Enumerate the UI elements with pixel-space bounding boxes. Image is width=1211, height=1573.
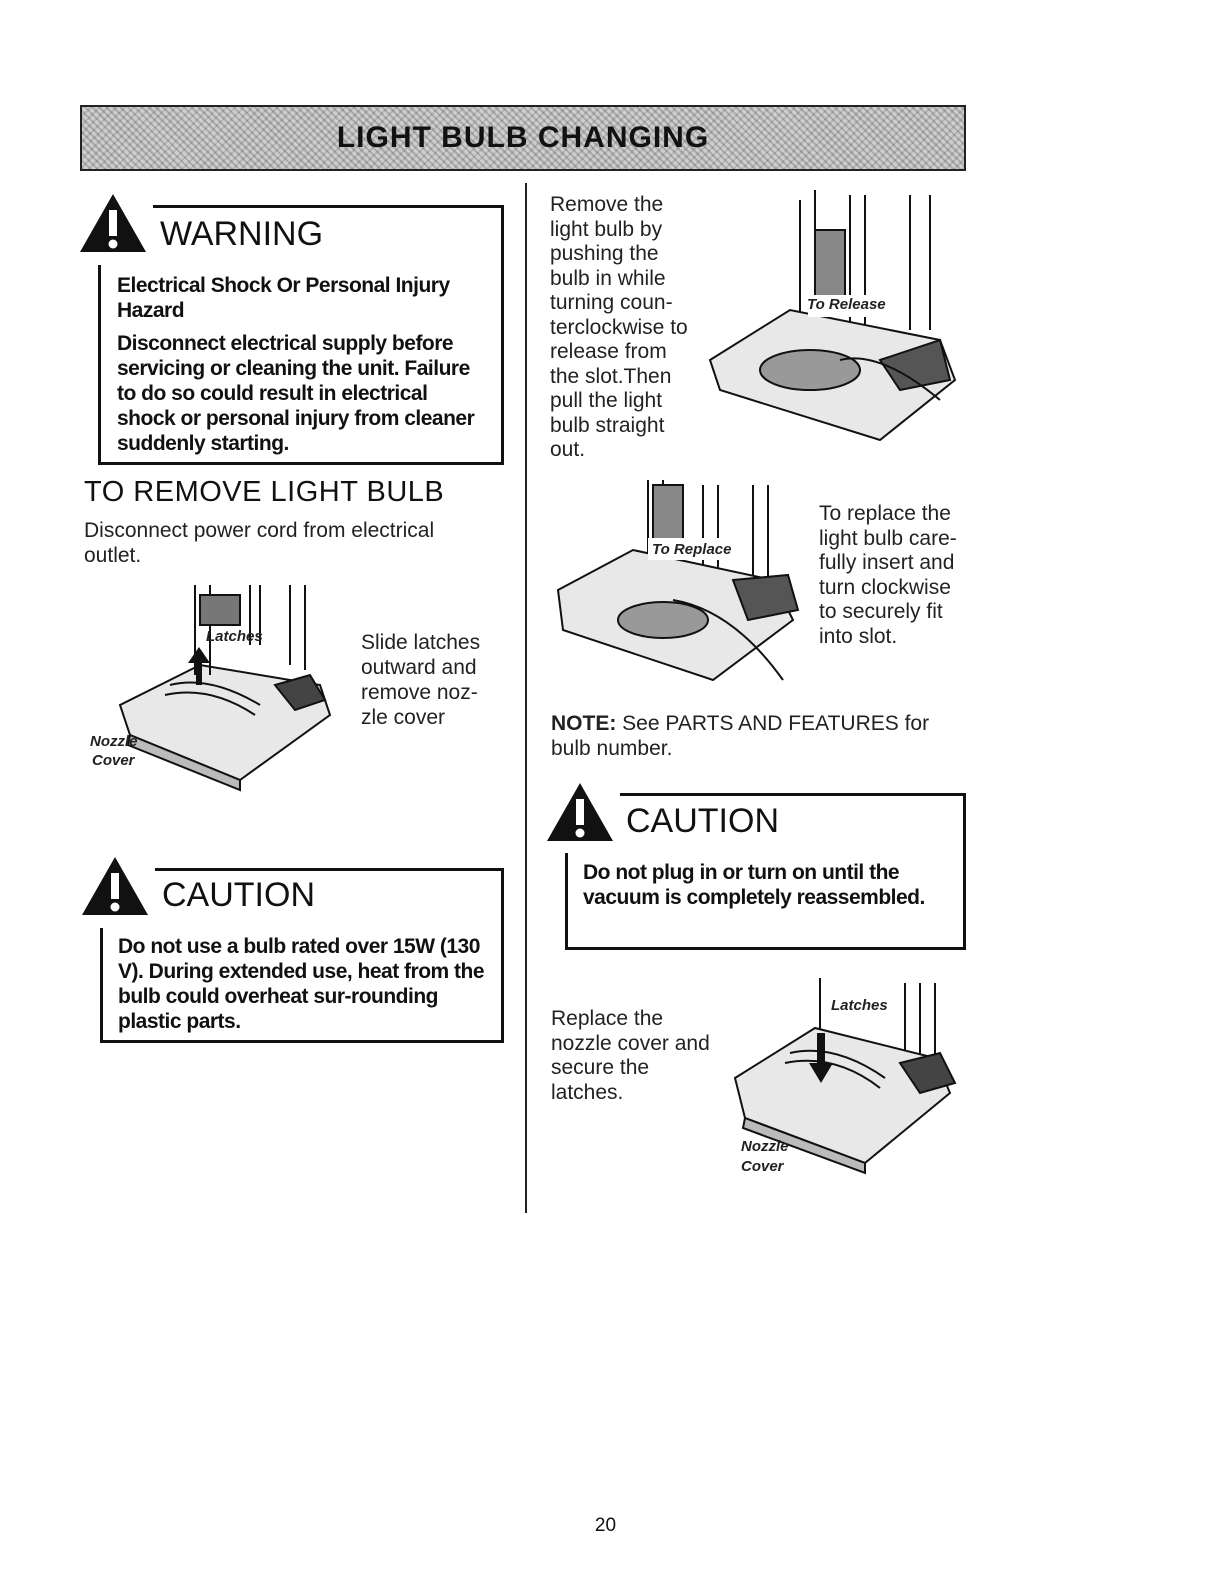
nozzle-reattach-illustration bbox=[733, 978, 957, 1175]
note-label: NOTE: bbox=[551, 712, 617, 735]
caution-triangle-icon-left bbox=[82, 857, 148, 915]
remove-intro: Disconnect power cord from electrical ou… bbox=[84, 519, 435, 567]
release-instructions: Remove the light bulb by pushing the bul… bbox=[550, 193, 688, 461]
caution-body-left: Do not use a bulb rated over 15W (130 V)… bbox=[118, 935, 485, 1033]
note-text: NOTE: See PARTS AND FEATURES for bulb nu… bbox=[551, 711, 961, 761]
warning-triangle-icon bbox=[80, 194, 146, 252]
note-body: See PARTS AND FEATURES for bulb number. bbox=[551, 712, 930, 760]
fig-cover-label: Cover bbox=[92, 752, 135, 769]
warning-body: Disconnect electrical supply before serv… bbox=[117, 332, 475, 455]
bulb-replace-illustration bbox=[556, 480, 800, 682]
warning-box bbox=[98, 205, 504, 465]
column-divider bbox=[525, 183, 527, 1213]
warning-hazard: Electrical Shock Or Personal Injury Haza… bbox=[117, 274, 450, 322]
caution-title-left: CAUTION bbox=[162, 876, 315, 914]
fig-latches-label: Latches bbox=[206, 628, 263, 645]
page-number: 20 bbox=[594, 1515, 617, 1536]
to-replace-label: To Replace bbox=[652, 541, 732, 558]
banner-title: LIGHT BULB CHANGING bbox=[336, 121, 710, 154]
nozzle-cover-illustration bbox=[118, 585, 332, 792]
section-banner: LIGHT BULB CHANGING bbox=[80, 105, 966, 171]
reattach-cover-label: Cover bbox=[741, 1158, 784, 1175]
caution-title-right: CAUTION bbox=[626, 802, 779, 840]
reattach-nozzle-label: Nozzle bbox=[741, 1138, 789, 1155]
remove-heading: TO REMOVE LIGHT BULB bbox=[84, 476, 445, 508]
bulb-release-illustration bbox=[708, 190, 957, 442]
fig-nozzle-label: Nozzle bbox=[90, 733, 138, 750]
caution-triangle-icon-right bbox=[547, 783, 613, 841]
reassemble-instructions: Replace the nozzle cover and secure the … bbox=[551, 1007, 710, 1104]
to-release-label: To Release bbox=[807, 296, 886, 313]
slide-instructions: Slide latches outward and remove noz-zle… bbox=[361, 631, 481, 729]
warning-title: WARNING bbox=[160, 215, 324, 253]
replace-instructions: To replace the light bulb care-fully ins… bbox=[819, 502, 957, 648]
caution-body-right: Do not plug in or turn on until the vacu… bbox=[583, 861, 925, 909]
reattach-latches-label: Latches bbox=[831, 997, 888, 1014]
